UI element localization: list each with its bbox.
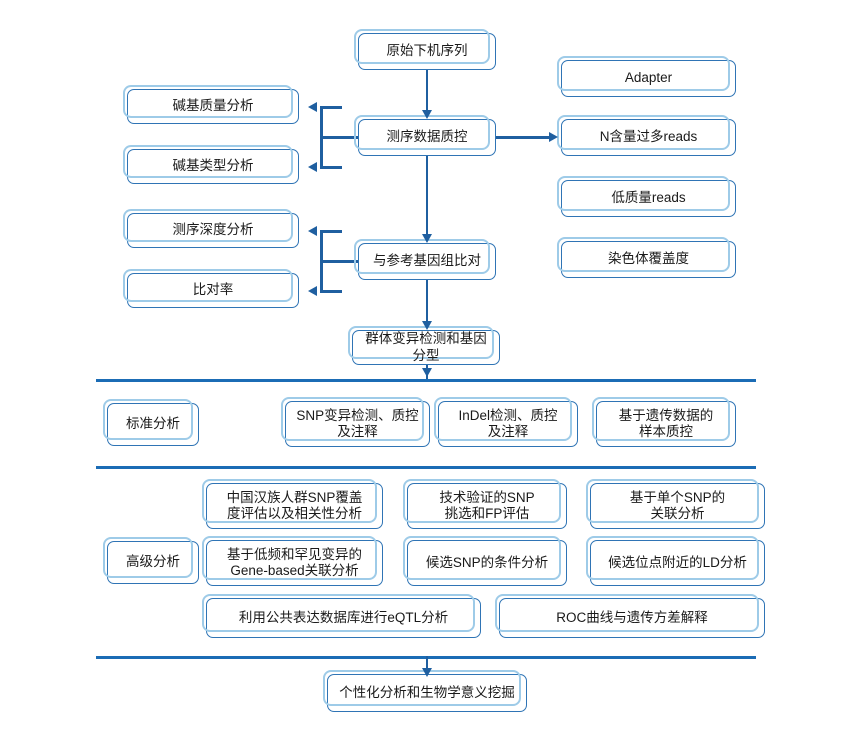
node-qc[interactable]: 测序数据质控: [354, 115, 496, 156]
node-raw-reads-label: 原始下机序列: [386, 43, 468, 59]
connector-to-personalized: [425, 656, 429, 676]
arrowhead-to-personalized: [421, 668, 432, 677]
connector-raw-to-qc: [425, 70, 429, 112]
node-sample-qc-label: 基于遗传数据的 样本质控: [618, 407, 714, 439]
arrowhead-to-align-rate: [308, 285, 317, 296]
connector-qc-to-align: [425, 156, 429, 236]
node-qc-label: 测序数据质控: [386, 129, 468, 145]
node-single-snp-assoc[interactable]: 基于单个SNP的 关联分析: [586, 479, 765, 529]
node-n-reads[interactable]: N含量过多reads: [557, 115, 736, 156]
node-align-rate[interactable]: 比对率: [123, 269, 299, 308]
node-depth[interactable]: 测序深度分析: [123, 209, 299, 248]
node-chrom-coverage-label: 染色体覆盖度: [608, 251, 689, 267]
node-ld-analysis-label: 候选位点附近的LD分析: [608, 554, 747, 570]
node-sample-qc[interactable]: 基于遗传数据的 样本质控: [592, 397, 736, 447]
arrowhead-align-to-variant: [421, 321, 432, 330]
node-align-ref[interactable]: 与参考基因组比对: [354, 239, 496, 280]
node-ld-analysis[interactable]: 候选位点附近的LD分析: [586, 536, 765, 586]
node-variant-calling-label: 群体变异检测和基因分型: [365, 331, 487, 363]
divider-standard-top: [96, 379, 756, 382]
node-personalized-label: 个性化分析和生物学意义挖掘: [339, 684, 515, 700]
node-single-snp-assoc-label: 基于单个SNP的 关联分析: [629, 489, 726, 521]
arrowhead-to-base-type: [308, 161, 317, 172]
node-chrom-coverage[interactable]: 染色体覆盖度: [557, 237, 736, 278]
connector-to-depth: [320, 230, 342, 233]
node-base-type-label: 碱基类型分析: [172, 158, 254, 174]
arrowhead-to-depth: [308, 225, 317, 236]
divider-advanced-top: [96, 466, 756, 469]
connector-align-to-variant: [425, 280, 429, 323]
node-snp-qc-label: SNP变异检测、质控 及注释: [296, 407, 419, 439]
node-low-quality-reads-label: 低质量reads: [611, 190, 686, 206]
node-advanced-tag-label: 高级分析: [126, 554, 180, 570]
node-align-ref-label: 与参考基因组比对: [373, 253, 481, 269]
node-gene-based[interactable]: 基于低频和罕见变异的 Gene-based关联分析: [202, 536, 383, 586]
node-gene-based-label: 基于低频和罕见变异的 Gene-based关联分析: [227, 546, 362, 578]
node-base-quality[interactable]: 碱基质量分析: [123, 85, 299, 124]
node-snp-qc[interactable]: SNP变异检测、质控 及注释: [281, 397, 430, 447]
arrowhead-qc-to-nreads: [549, 132, 558, 142]
node-raw-reads[interactable]: 原始下机序列: [354, 29, 496, 70]
node-eqtl-label: 利用公共表达数据库进行eQTL分析: [238, 609, 449, 625]
node-advanced-tag[interactable]: 高级分析: [103, 537, 199, 584]
connector-to-base-quality: [320, 106, 342, 109]
arrowhead-raw-to-qc: [421, 110, 432, 119]
node-standard-tag[interactable]: 标准分析: [103, 399, 199, 446]
node-standard-tag-label: 标准分析: [126, 416, 180, 432]
node-base-type[interactable]: 碱基类型分析: [123, 145, 299, 184]
arrowhead-to-base-quality: [308, 101, 317, 112]
node-snp-conditional-label: 候选SNP的条件分析: [425, 554, 549, 570]
node-base-quality-label: 碱基质量分析: [172, 98, 254, 114]
node-variant-calling[interactable]: 群体变异检测和基因分型: [348, 326, 500, 365]
node-personalized[interactable]: 个性化分析和生物学意义挖掘: [323, 670, 527, 712]
arrowhead-qc-to-align: [421, 234, 432, 243]
connector-align-left-trunk: [320, 230, 323, 292]
node-han-snp-coverage-label: 中国汉族人群SNP覆盖 度评估以及相关性分析: [226, 489, 363, 521]
node-snp-conditional[interactable]: 候选SNP的条件分析: [403, 536, 567, 586]
connector-qc-left-stub: [320, 136, 360, 139]
node-depth-label: 测序深度分析: [172, 222, 254, 238]
connector-to-align-rate: [320, 290, 342, 293]
node-adapter[interactable]: Adapter: [557, 56, 736, 97]
node-tech-validate[interactable]: 技术验证的SNP 挑选和FP评估: [403, 479, 567, 529]
connector-align-left-stub: [320, 260, 360, 263]
node-indel-qc[interactable]: InDel检测、质控 及注释: [434, 397, 578, 447]
node-roc-label: ROC曲线与遗传方差解释: [556, 609, 708, 625]
node-low-quality-reads[interactable]: 低质量reads: [557, 176, 736, 217]
node-indel-qc-label: InDel检测、质控 及注释: [458, 407, 558, 439]
node-roc[interactable]: ROC曲线与遗传方差解释: [495, 594, 765, 638]
node-align-rate-label: 比对率: [192, 282, 234, 298]
connector-to-base-type: [320, 166, 342, 169]
connector-qc-left-trunk: [320, 106, 323, 168]
arrowhead-variant-to-standard: [421, 368, 432, 377]
node-eqtl[interactable]: 利用公共表达数据库进行eQTL分析: [202, 594, 481, 638]
node-adapter-label: Adapter: [624, 70, 673, 86]
node-n-reads-label: N含量过多reads: [599, 129, 698, 145]
node-tech-validate-label: 技术验证的SNP 挑选和FP评估: [439, 489, 535, 521]
node-han-snp-coverage[interactable]: 中国汉族人群SNP覆盖 度评估以及相关性分析: [202, 479, 383, 529]
connector-qc-to-nreads: [496, 136, 550, 139]
